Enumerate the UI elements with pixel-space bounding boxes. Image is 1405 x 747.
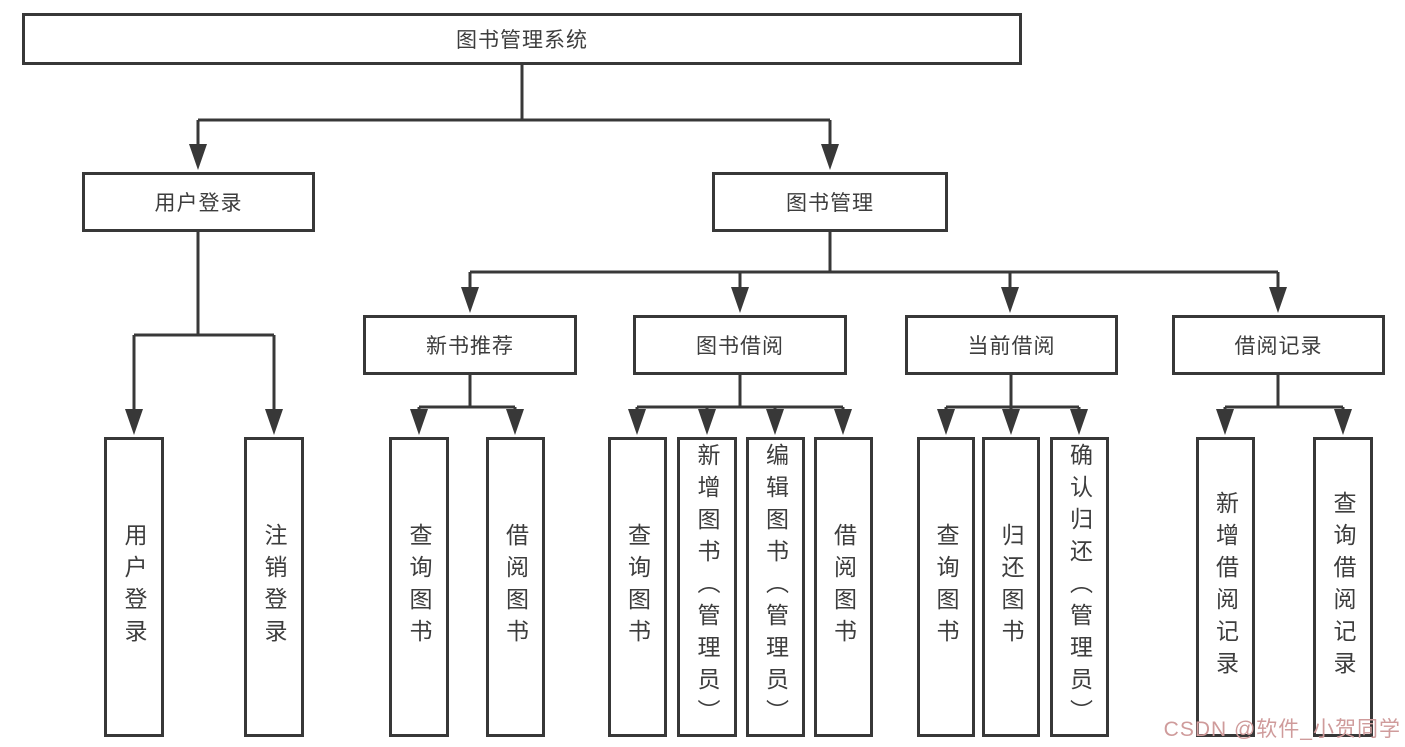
node-label: 图书借阅: [696, 335, 784, 358]
connector-book-management-children: [461, 232, 1287, 313]
arrowhead-icon: [125, 409, 283, 435]
connector-user-login-children: [125, 232, 283, 435]
leaf-return-books: 归还图书: [982, 437, 1040, 737]
node-label: 确认归还（管理员）: [1066, 443, 1093, 731]
arrowhead-icon: [410, 409, 524, 435]
node-label: 借阅记录: [1234, 335, 1323, 358]
node-label: 借阅图书: [502, 523, 529, 651]
connector-new-book-recommend-children: [410, 375, 524, 435]
node-label: 注销登录: [261, 523, 287, 651]
leaf-confirm-return-admin: 确认归还（管理员）: [1050, 437, 1109, 737]
node-label: 查询借阅记录: [1330, 491, 1356, 683]
arrowhead-icon: [461, 287, 1287, 313]
arrowhead-icon: [628, 409, 852, 435]
node-book-management: 图书管理: [712, 172, 948, 232]
leaf-edit-books-admin: 编辑图书（管理员）: [746, 437, 805, 737]
node-book-borrowing: 图书借阅: [633, 315, 847, 375]
node-new-book-recommend: 新书推荐: [363, 315, 577, 375]
node-label: 新增图书（管理员）: [694, 443, 720, 731]
leaf-add-borrow-record: 新增借阅记录: [1196, 437, 1255, 737]
arrowhead-icon: [937, 409, 1088, 435]
leaf-query-books-recommend: 查询图书: [389, 437, 449, 737]
node-label: 新增借阅记录: [1212, 491, 1239, 683]
leaf-query-books-borrowing: 查询图书: [608, 437, 667, 737]
leaf-user-login: 用户登录: [104, 437, 164, 737]
leaf-logout: 注销登录: [244, 437, 304, 737]
node-current-borrowing: 当前借阅: [905, 315, 1118, 375]
node-label: 编辑图书（管理员）: [762, 443, 789, 731]
node-label: 归还图书: [998, 523, 1024, 651]
connector-current-borrowing-children: [937, 375, 1088, 435]
node-label: 用户登录: [121, 523, 147, 651]
node-label: 查询图书: [624, 523, 651, 651]
arrowhead-icon: [1216, 409, 1352, 435]
node-label: 图书管理系统: [456, 29, 588, 52]
node-label: 查询图书: [406, 523, 432, 651]
leaf-query-borrow-record: 查询借阅记录: [1313, 437, 1373, 737]
arrowhead-icon: [189, 144, 839, 170]
node-label: 图书管理: [786, 192, 874, 215]
node-label: 用户登录: [154, 192, 243, 215]
leaf-add-books-admin: 新增图书（管理员）: [677, 437, 737, 737]
leaf-query-books-current: 查询图书: [917, 437, 975, 737]
connector-book-borrowing-children: [628, 375, 852, 435]
node-user-login: 用户登录: [82, 172, 315, 232]
node-label: 查询图书: [933, 523, 959, 651]
leaf-borrow-books: 借阅图书: [814, 437, 873, 737]
connector-borrowing-records-children: [1216, 375, 1352, 435]
node-label: 新书推荐: [426, 335, 514, 358]
leaf-borrow-books-recommend: 借阅图书: [486, 437, 545, 737]
node-label: 借阅图书: [830, 523, 857, 651]
node-label: 当前借阅: [967, 335, 1056, 358]
node-borrowing-records: 借阅记录: [1172, 315, 1385, 375]
node-library-management-system: 图书管理系统: [22, 13, 1022, 65]
connector-root-to-level2: [189, 65, 839, 170]
